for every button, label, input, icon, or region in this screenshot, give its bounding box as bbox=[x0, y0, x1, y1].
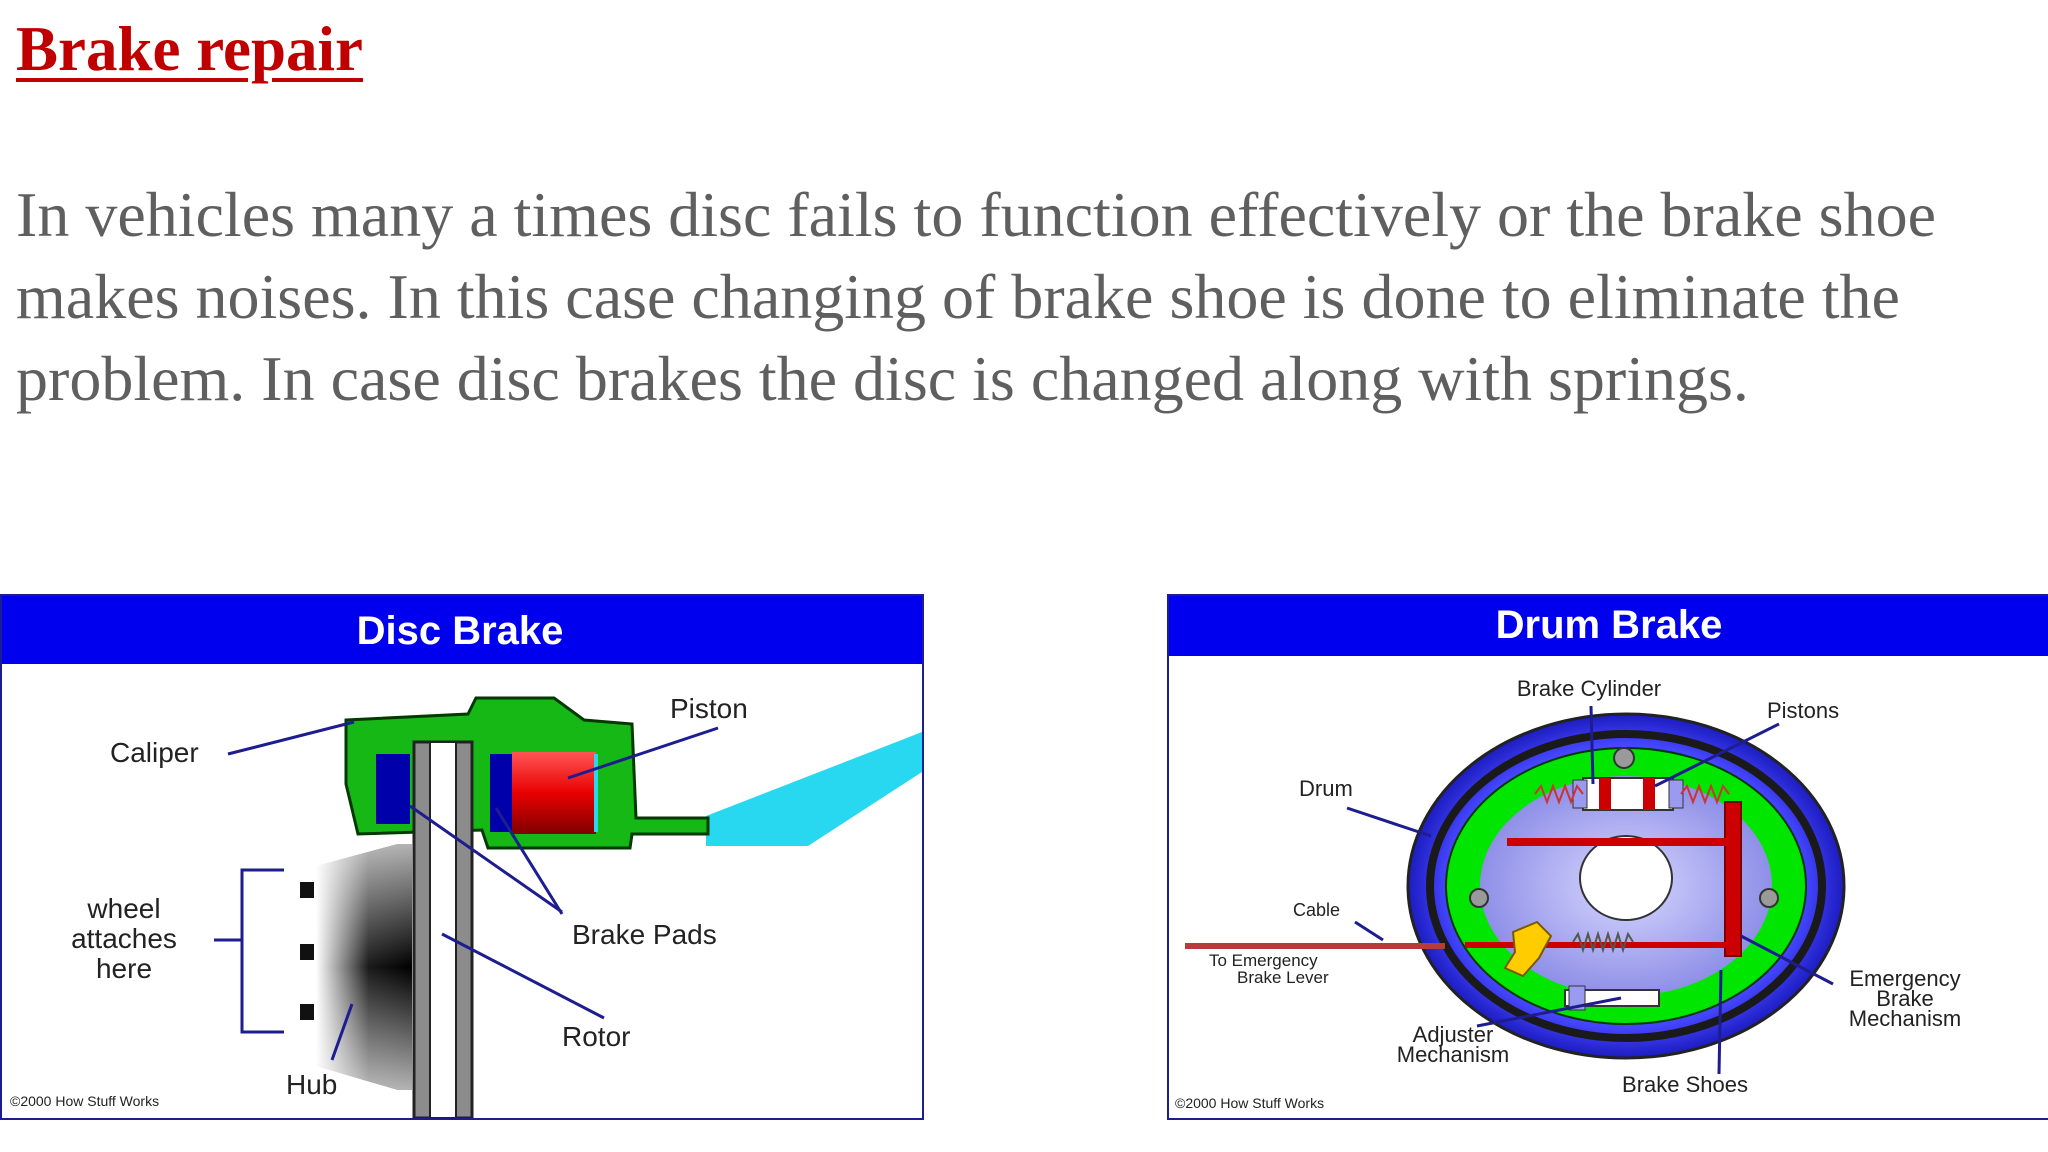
anchor-pin bbox=[1759, 888, 1779, 908]
cable-label: Cable bbox=[1293, 900, 1340, 920]
caliper-leader bbox=[227, 720, 355, 756]
pistons-label: Pistons bbox=[1767, 698, 1839, 723]
hub-highlight bbox=[316, 844, 412, 1090]
cylinder-cap bbox=[1572, 779, 1588, 809]
drum-title: Drum Brake bbox=[1496, 603, 1723, 647]
piston-label: Piston bbox=[670, 693, 748, 724]
brake-pads-label: Brake Pads bbox=[572, 919, 717, 950]
disc-brake-svg: Disc Brake Caliper Piston wheel attac bbox=[2, 596, 922, 1118]
piston-leader bbox=[567, 726, 719, 780]
anchor-pin bbox=[1469, 888, 1489, 908]
brake-line bbox=[706, 732, 922, 846]
rotor-vent bbox=[429, 741, 457, 1118]
brake-cylinder-leader bbox=[1589, 705, 1595, 785]
wheel-label-line3: here bbox=[96, 953, 152, 984]
pistons-leader bbox=[1654, 722, 1780, 788]
return-spring bbox=[1534, 783, 1584, 805]
body-paragraph: In vehicles many a times disc fails to f… bbox=[16, 179, 1936, 414]
cylinder-cap bbox=[1668, 779, 1684, 809]
drum-brake-svg: Drum Brake bbox=[1169, 596, 2048, 1111]
adjuster-spring bbox=[1572, 930, 1634, 954]
adjuster-leader bbox=[1476, 996, 1622, 1028]
brake-shoes-leader bbox=[1717, 969, 1723, 1075]
star-wheel bbox=[1568, 985, 1586, 1011]
brake-shoes-label: Brake Shoes bbox=[1622, 1072, 1748, 1097]
cable-leader bbox=[1354, 920, 1384, 942]
emergency-mech-label-line1: Emergency bbox=[1849, 966, 1960, 991]
emergency-lever-label-line1: To Emergency bbox=[1209, 951, 1318, 970]
return-spring bbox=[1680, 783, 1730, 805]
drum-brake-diagram: Drum Brake bbox=[1167, 594, 2048, 1120]
drum-rim bbox=[1426, 730, 1826, 1042]
page-title: Brake repair bbox=[16, 14, 364, 84]
disc-header-bar bbox=[2, 596, 922, 664]
wheel-bracket bbox=[240, 868, 284, 1034]
drum-copyright: ©2000 How Stuff Works bbox=[1175, 1095, 1324, 1111]
adjuster-link bbox=[1465, 942, 1729, 948]
hub-hole bbox=[1579, 835, 1673, 921]
hub-label: Hub bbox=[286, 1069, 337, 1100]
inner-brake-pad bbox=[376, 754, 410, 824]
wheel-stud bbox=[300, 944, 314, 960]
wheel-stud bbox=[300, 882, 314, 898]
emergency-lever-label-line2: Brake Lever bbox=[1237, 968, 1329, 987]
cylinder-piston bbox=[1599, 778, 1611, 810]
parking-strut bbox=[1507, 838, 1733, 846]
brake-pads-leader bbox=[494, 807, 564, 915]
adjuster-lever bbox=[1503, 920, 1553, 978]
emergency-mech-label-line3: Mechanism bbox=[1849, 1006, 1961, 1031]
rotor-leader bbox=[441, 932, 605, 1020]
emergency-mech-leader bbox=[1740, 934, 1834, 986]
disc-brake-diagram: Disc Brake Caliper Piston wheel attac bbox=[0, 594, 924, 1120]
drum-label: Drum bbox=[1299, 776, 1353, 801]
adjuster-label-line1: Adjuster bbox=[1413, 1022, 1494, 1047]
disc-copyright: ©2000 How Stuff Works bbox=[10, 1093, 159, 1109]
wheel-label-line1: wheel bbox=[86, 893, 160, 924]
piston-shape bbox=[512, 752, 596, 834]
brake-pads-leader bbox=[409, 804, 563, 914]
drum-header-bar bbox=[1169, 596, 2048, 656]
drum-leader bbox=[1346, 806, 1432, 838]
emergency-mech-label-line2: Brake bbox=[1876, 986, 1933, 1011]
wheel-stud bbox=[300, 1004, 314, 1020]
emergency-lever bbox=[1724, 801, 1742, 957]
caliper-label: Caliper bbox=[110, 737, 199, 768]
cylinder-piston bbox=[1643, 778, 1655, 810]
wheel-label-line2: attaches bbox=[71, 923, 177, 954]
rotor-label: Rotor bbox=[562, 1021, 630, 1052]
bleeder-valve bbox=[1613, 747, 1635, 769]
star-adjuster bbox=[1564, 989, 1660, 1007]
adjuster-label-line2: Mechanism bbox=[1397, 1042, 1509, 1067]
brake-cylinder-label: Brake Cylinder bbox=[1517, 676, 1661, 701]
hub-leader bbox=[330, 1003, 354, 1061]
disc-title: Disc Brake bbox=[357, 609, 564, 653]
